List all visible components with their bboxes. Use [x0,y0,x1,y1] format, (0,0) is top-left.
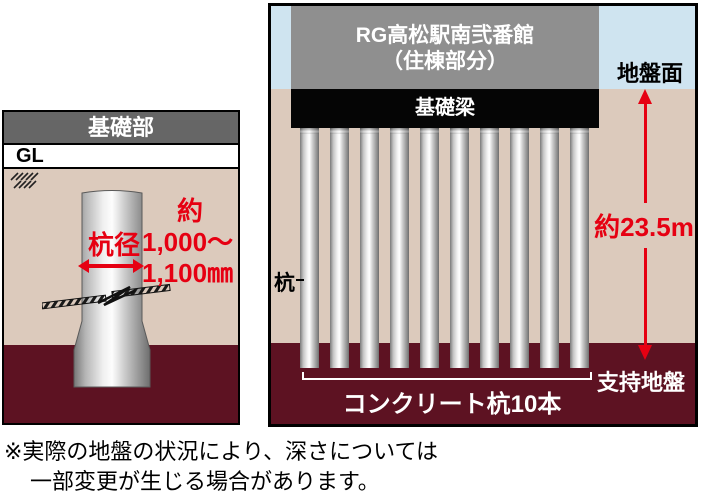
pile [510,128,529,368]
approx-label: 約 [176,196,203,226]
depth-value: 約23.5m [593,203,695,248]
pile [540,128,559,368]
ground-level-label: GL [4,145,238,169]
depth-arrow-down-icon [638,345,652,360]
foundation-beam: 基礎梁 [291,89,599,128]
building-section-panel: RG高松駅南弐番館 （住棟部分） 基礎梁 杭 地盤面 約23.5m コンクリート… [268,3,698,427]
diameter-value-line1: 1,000〜 [142,227,234,257]
pile [300,128,319,368]
pile [480,128,499,368]
disclaimer-note: ※実際の地盤の状況により、深さについては 一部変更が生じる場合があります。 [4,437,438,497]
ground-section: 杭径 約 1,000〜 1,100㎜ [4,169,238,423]
break-line-symbol [42,283,171,310]
note-line2: 一部変更が生じる場合があります。 [30,469,380,494]
ground-surface-label: 地盤面 [616,61,683,86]
pile [450,128,469,368]
building-block: RG高松駅南弐番館 （住棟部分） [291,6,599,89]
pile-pointer-line [296,279,304,281]
note-line1: ※実際の地盤の状況により、深さについては [4,439,439,464]
building-name: RG高松駅南弐番館 [355,24,535,47]
pile [360,128,379,368]
pile [390,128,409,368]
diameter-arrow-icon [78,259,144,273]
pile [420,128,439,368]
ground-hatch-icon [10,172,39,189]
pile-detail-panel: 基礎部 GL [2,110,240,425]
pile-label: 杭 [274,272,295,295]
pile-graphic [73,190,151,388]
depth-arrow-up-icon [638,89,652,104]
pile [570,128,589,368]
panel-title: 基礎部 [4,112,238,145]
bearing-stratum-label: 支持地盤 [597,370,686,395]
pile-diameter-label: 杭径 [87,230,140,260]
diameter-value-line2: 1,100㎜ [142,258,234,288]
pile-count-bracket [302,372,592,380]
building-sub-label: （住棟部分） [382,50,508,73]
pile-count-label: コンクリート杭10本 [342,391,562,418]
pile [330,128,349,368]
diameter-dimension: 約 1,000〜 1,100㎜ [142,196,238,289]
